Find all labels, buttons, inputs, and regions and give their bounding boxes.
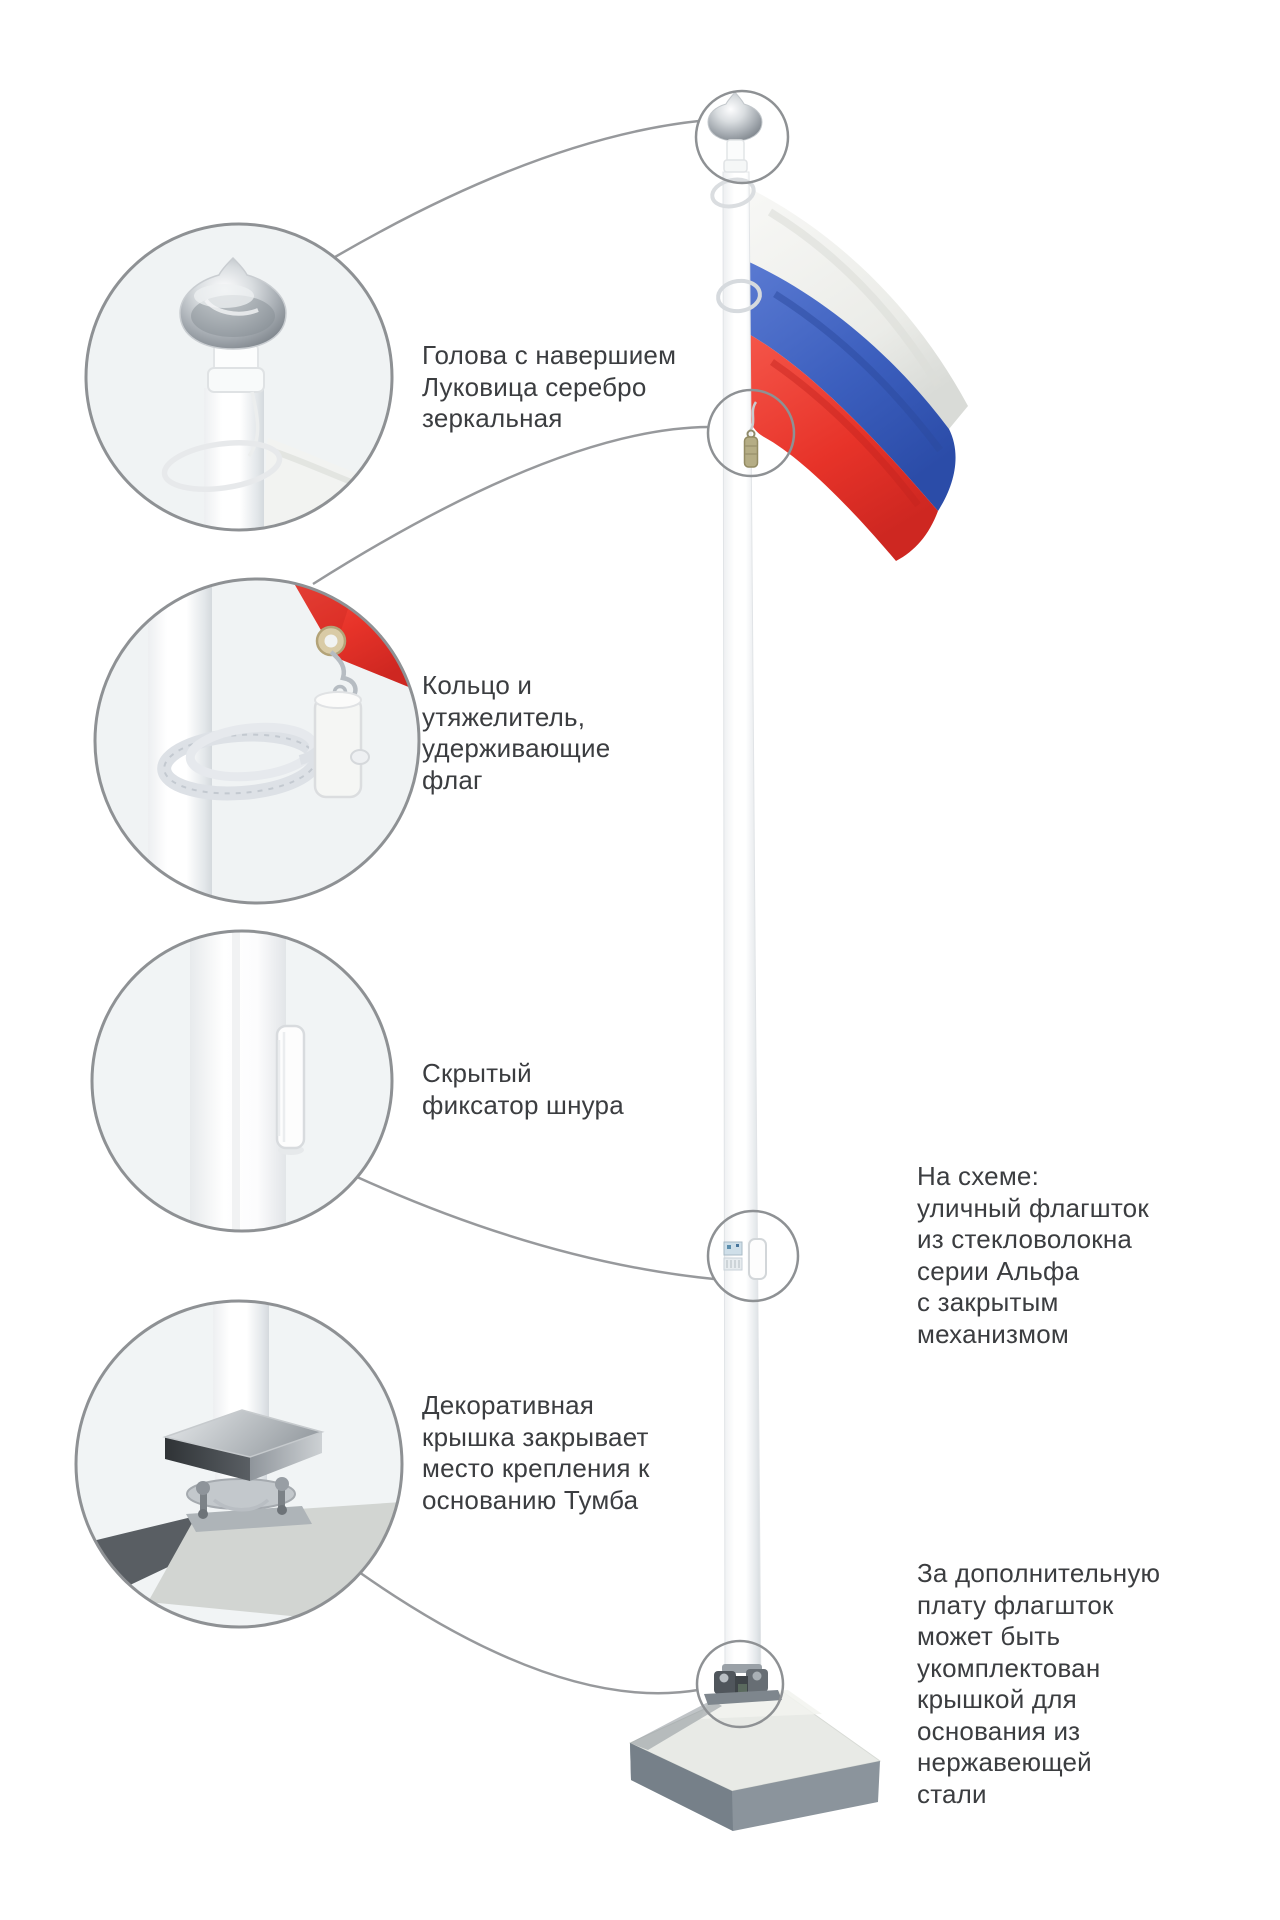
connector-line-head — [334, 119, 700, 259]
note-scheme: На схеме: уличный флагшток из стекловоло… — [917, 1161, 1149, 1349]
s-hook-detail — [329, 650, 358, 700]
label-ring-weight: Кольцо и утяжелитель, удерживающие флаг — [422, 670, 611, 795]
halyard-loop-detail — [161, 440, 283, 492]
connector-line-ring-weight — [312, 425, 710, 586]
zoom-circle-weight — [706, 388, 796, 478]
decorative-cap-front — [165, 1437, 250, 1481]
flag-weight — [743, 401, 759, 468]
zoom-circles — [694, 89, 800, 1729]
flag-stripe-blue — [747, 261, 956, 511]
connector-line-cap — [358, 1570, 699, 1695]
cord-lock-on-pole — [723, 1238, 767, 1280]
base-joint-hardware — [704, 1664, 782, 1705]
connector-lines — [312, 119, 715, 1695]
pole-head-detail — [204, 388, 264, 530]
pole-detail-lower — [213, 1301, 269, 1429]
pedestal-base — [628, 1664, 882, 1831]
zoom-circle-finial — [694, 89, 790, 185]
flag-stripe-white — [747, 187, 968, 429]
flag-ring-top — [710, 177, 756, 209]
callout-circle-ring-weight — [93, 577, 421, 905]
finial-head-fitting — [726, 139, 745, 163]
callout-circle-cap — [74, 1299, 404, 1629]
weight-cylinder-detail — [313, 695, 363, 799]
note-option: За дополнительную плату флагшток может б… — [917, 1558, 1161, 1809]
connector-line-cord-lock — [356, 1175, 715, 1281]
label-head-finial: Голова с навершием Луковица серебро зерк… — [422, 340, 677, 433]
label-cord-lock: Скрытый фиксатор шнура — [422, 1058, 624, 1120]
label-decorative-cap: Декоративная крышка закрывает место креп… — [422, 1390, 650, 1515]
flagpole-pole — [707, 91, 767, 1701]
russian-flag — [747, 187, 968, 561]
cord-lock-tab-detail — [275, 1024, 306, 1150]
zoom-circle-base-joint — [695, 1639, 785, 1729]
zoom-circle-cord-lock — [706, 1209, 800, 1303]
flag-ring-middle — [716, 278, 762, 314]
callout-circle-cord-lock — [90, 929, 394, 1233]
flag-stripe-red — [747, 333, 938, 561]
callout-circle-head — [84, 222, 394, 532]
